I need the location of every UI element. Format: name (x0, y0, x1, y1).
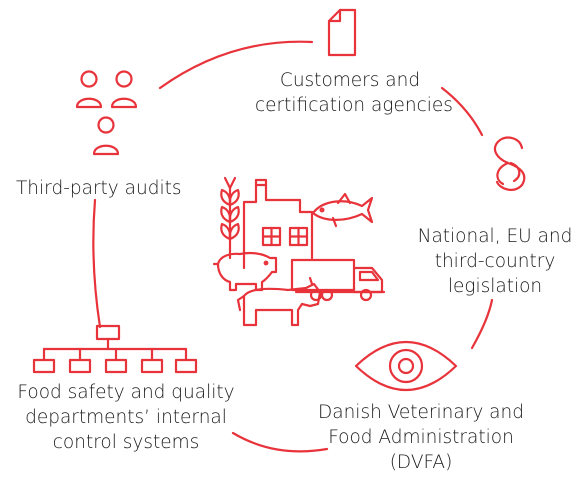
node-label-third-party: Third-party audits (16, 176, 181, 201)
org-chart-icon (32, 324, 198, 374)
wheat-icon (220, 176, 240, 260)
node-label-line: National, EU and (417, 226, 573, 247)
node-label-line: Food Administration (328, 427, 514, 448)
document-icon (327, 8, 357, 57)
node-label-line: Food safety and quality (17, 382, 235, 403)
node-label-line: departments’ internal (25, 407, 227, 428)
factory-icon (242, 178, 314, 270)
cycle-arc-top (158, 40, 314, 90)
people-icon (75, 70, 138, 156)
node-label-line: third-country (434, 251, 556, 272)
node-label-line: certification agencies (255, 95, 453, 116)
truck-icon (290, 258, 386, 302)
node-label-line: Customers and (279, 70, 421, 91)
cycle-arc-bottom (231, 431, 329, 453)
node-label-line: Third-party audits (16, 178, 182, 199)
node-label-line: (DVFA) (389, 452, 453, 473)
cycle-arc-left (92, 198, 102, 329)
fish-icon (311, 192, 374, 228)
node-label-dvfa: Danish Veterinary and Food Administratio… (306, 400, 536, 475)
section-sign-icon (493, 136, 526, 191)
eye-icon (354, 340, 458, 392)
node-label-customers: Customers and certification agencies (255, 68, 453, 118)
node-label-food-safety: Food safety and quality departments’ int… (8, 380, 244, 455)
node-label-line: control systems (52, 432, 200, 453)
pig-icon (212, 251, 278, 292)
node-label-line: legislation (447, 276, 543, 297)
cycle-arc-top-right (440, 86, 484, 137)
cow-icon (236, 276, 322, 327)
node-label-legislation: National, EU and third-country legislati… (410, 224, 580, 299)
node-label-line: Danish Veterinary and (318, 402, 524, 423)
food-production-icon (212, 176, 386, 327)
cycle-arc-right (470, 298, 494, 350)
